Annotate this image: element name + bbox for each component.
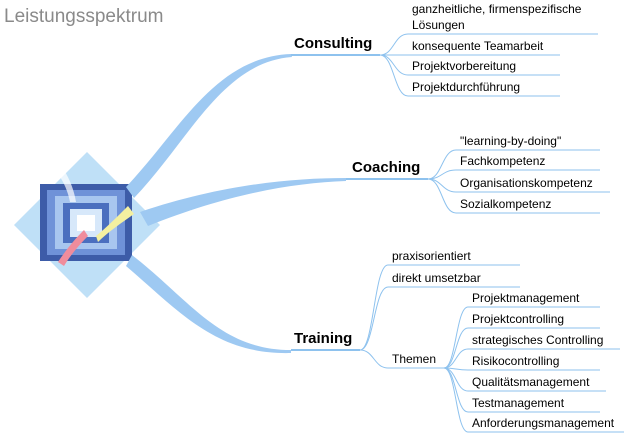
themen-item-4[interactable]: Risikocontrolling bbox=[472, 354, 560, 368]
themen-item-1[interactable]: Projektmanagement bbox=[472, 291, 580, 305]
training-item-themen[interactable]: Themen bbox=[392, 352, 437, 366]
branch-training-connector bbox=[126, 255, 291, 354]
consulting-item-4[interactable]: Projektdurchführung bbox=[412, 80, 521, 94]
coaching-item-3[interactable]: Organisationskompetenz bbox=[460, 176, 593, 190]
page-title: Leistungsspektrum bbox=[4, 6, 164, 27]
consulting-item-1-line1[interactable]: ganzheitliche, firmenspezifische bbox=[412, 2, 582, 16]
themen-item-5[interactable]: Qualitätsmanagement bbox=[472, 375, 590, 389]
consulting-item-2[interactable]: konsequente Teamarbeit bbox=[412, 39, 544, 53]
branch-coaching[interactable]: Coaching bbox=[352, 159, 421, 176]
coaching-item-4[interactable]: Sozialkompetenz bbox=[460, 197, 552, 211]
center-image bbox=[14, 152, 160, 298]
training-item-2[interactable]: direkt umsetzbar bbox=[392, 271, 481, 285]
center-yellow-arrow bbox=[96, 206, 134, 242]
consulting-item-3[interactable]: Projektvorbereitung bbox=[412, 59, 517, 73]
consulting-item-1-line2[interactable]: Lösungen bbox=[412, 18, 465, 32]
themen-item-2[interactable]: Projektcontrolling bbox=[472, 312, 565, 326]
branch-coaching-connector bbox=[140, 178, 346, 226]
coaching-item-2[interactable]: Fachkompetenz bbox=[460, 154, 546, 168]
leaf-connectors bbox=[359, 33, 624, 433]
themen-item-3[interactable]: strategisches Controlling bbox=[472, 333, 604, 347]
center-white-arrow bbox=[58, 170, 76, 202]
branch-training[interactable]: Training bbox=[294, 330, 353, 347]
center-square-inner bbox=[77, 215, 95, 231]
themen-item-6[interactable]: Testmanagement bbox=[472, 396, 565, 410]
themen-item-7[interactable]: Anforderungsmanagement bbox=[472, 416, 615, 430]
training-item-1[interactable]: praxisorientiert bbox=[392, 249, 471, 263]
branch-consulting[interactable]: Consulting bbox=[294, 35, 373, 52]
coaching-item-1[interactable]: "learning-by-doing" bbox=[460, 134, 562, 148]
branch-consulting-connector bbox=[126, 54, 292, 198]
center-pink-arrow bbox=[58, 230, 88, 266]
